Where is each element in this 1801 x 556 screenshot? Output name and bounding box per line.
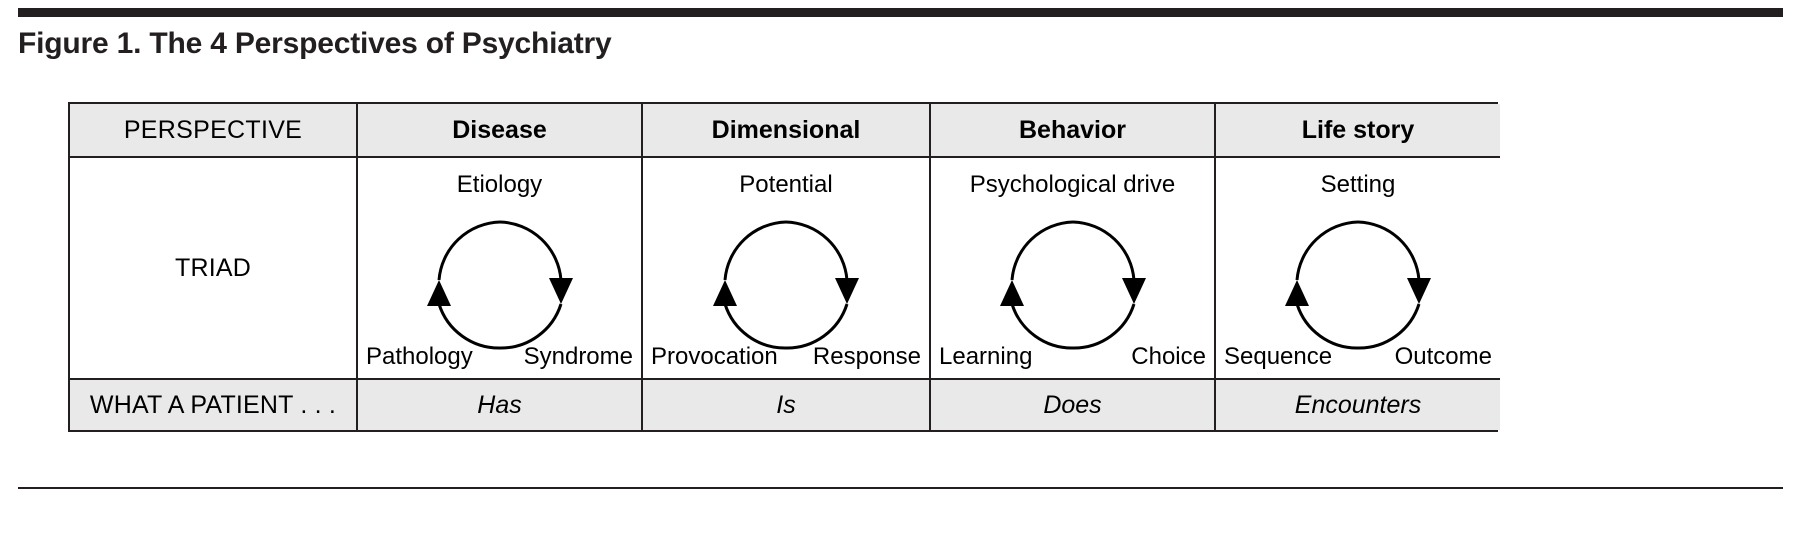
header-cell-disease: Disease: [356, 104, 643, 158]
patient-verb-dimensional: Is: [776, 390, 796, 419]
triad-cell-behavior: Psychological drive: [929, 157, 1216, 379]
triad-bottom-left-label-dimensional: Provocation: [651, 343, 778, 370]
triad-bottom-labels-dimensional: Provocation Response: [643, 343, 929, 371]
triad-row-label-cell: TRIAD: [70, 157, 358, 379]
header-label-disease: Disease: [452, 115, 547, 144]
triad-bottom-left-label-disease: Pathology: [366, 343, 473, 370]
table-triad-row: TRIAD Etiology: [70, 157, 1500, 379]
triad-bottom-right-label-dimensional: Response: [812, 343, 921, 370]
patient-row-label-cell: WHAT A PATIENT . . .: [70, 378, 358, 430]
triad-diagram-dimensional: Potential Provo: [643, 163, 929, 373]
patient-verb-disease: Has: [477, 390, 522, 419]
triad-bottom-right-label-life-story: Outcome: [1394, 343, 1492, 370]
patient-cell-dimensional: Is: [641, 378, 931, 430]
patient-verb-life-story: Encounters: [1294, 390, 1422, 419]
header-cell-life-story: Life story: [1214, 104, 1500, 158]
triad-bottom-right-label-disease: Syndrome: [523, 343, 633, 370]
header-cell-behavior: Behavior: [929, 104, 1216, 158]
header-label-behavior: Behavior: [1019, 115, 1126, 144]
row-label-what-a-patient: WHAT A PATIENT . . .: [89, 390, 337, 419]
header-label-dimensional: Dimensional: [711, 115, 861, 144]
circular-arrow-cycle-icon: [425, 210, 575, 365]
circular-arrow-cycle-icon: [998, 210, 1148, 365]
bottom-horizontal-rule: [18, 487, 1783, 489]
triad-top-label-dimensional: Potential: [739, 171, 833, 198]
triad-diagram-behavior: Psychological drive: [931, 163, 1214, 373]
header-label-perspective: PERSPECTIVE: [123, 115, 303, 144]
triad-top-label-behavior: Psychological drive: [969, 171, 1176, 198]
triad-cell-dimensional: Potential Provo: [641, 157, 931, 379]
triad-top-label-life-story: Setting: [1320, 171, 1396, 198]
triad-cell-disease: Etiology Pathol: [356, 157, 643, 379]
circular-arrow-cycle-icon: [711, 210, 861, 365]
triad-top-label-disease: Etiology: [456, 171, 543, 198]
patient-cell-behavior: Does: [929, 378, 1216, 430]
triad-diagram-life-story: Setting Sequenc: [1216, 163, 1500, 373]
perspectives-table-container: PERSPECTIVE Disease Dimensional Behavior…: [68, 102, 1500, 432]
triad-bottom-labels-disease: Pathology Syndrome: [358, 343, 641, 371]
table-header-row: PERSPECTIVE Disease Dimensional Behavior…: [70, 104, 1500, 158]
triad-bottom-left-label-life-story: Sequence: [1224, 343, 1333, 370]
triad-bottom-labels-behavior: Learning Choice: [931, 343, 1214, 371]
table-patient-row: WHAT A PATIENT . . . Has Is Does Encount…: [70, 378, 1500, 430]
figure-title: Figure 1. The 4 Perspectives of Psychiat…: [18, 27, 612, 60]
patient-cell-life-story: Encounters: [1214, 378, 1500, 430]
row-label-triad: TRIAD: [175, 253, 251, 282]
perspectives-table: PERSPECTIVE Disease Dimensional Behavior…: [70, 104, 1500, 430]
header-label-life-story: Life story: [1301, 115, 1415, 144]
triad-bottom-labels-life-story: Sequence Outcome: [1216, 343, 1500, 371]
header-cell-dimensional: Dimensional: [641, 104, 931, 158]
patient-verb-behavior: Does: [1043, 390, 1102, 419]
triad-diagram-disease: Etiology Pathol: [358, 163, 641, 373]
top-horizontal-rule: [18, 8, 1783, 17]
triad-cell-life-story: Setting Sequenc: [1214, 157, 1500, 379]
circular-arrow-cycle-icon: [1283, 210, 1433, 365]
triad-bottom-left-label-behavior: Learning: [939, 343, 1033, 370]
header-cell-perspective: PERSPECTIVE: [70, 104, 358, 158]
patient-cell-disease: Has: [356, 378, 643, 430]
triad-bottom-right-label-behavior: Choice: [1131, 343, 1206, 370]
